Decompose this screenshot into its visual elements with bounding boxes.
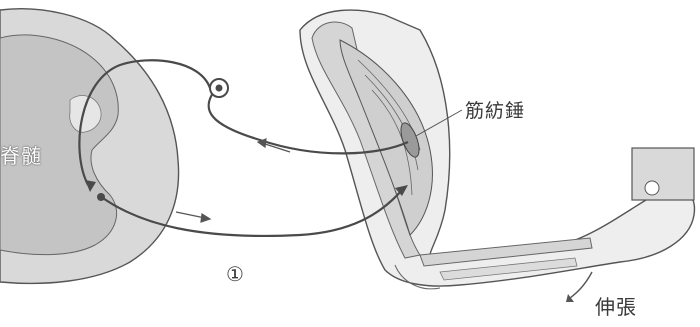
spinal-cord-label: 脊髄 (0, 140, 42, 169)
muscle-spindle-label: 筋紡錘 (465, 96, 525, 123)
figure-number: ① (226, 262, 244, 286)
direction-arrows (176, 139, 290, 222)
stretch-label: 伸張 (595, 291, 637, 320)
synapse-dot (97, 193, 105, 201)
stretch-arrow (566, 272, 592, 302)
ganglion (210, 79, 228, 97)
weight-block (632, 148, 694, 200)
